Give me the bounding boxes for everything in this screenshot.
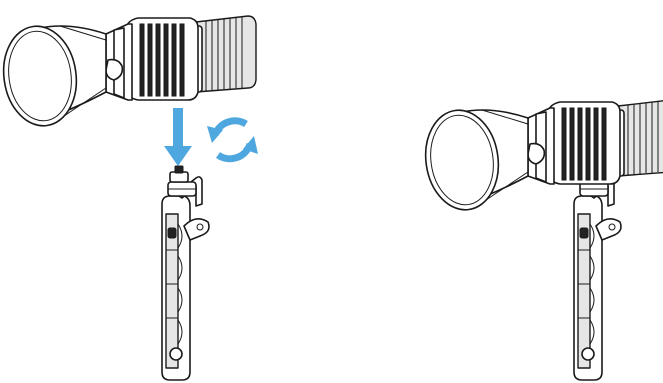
panel-mounted <box>419 100 663 380</box>
handle-grip <box>574 177 621 380</box>
led-light <box>0 16 256 131</box>
handle-grip <box>162 166 209 380</box>
down-arrow-icon <box>164 108 192 166</box>
rotate-arrows-icon <box>207 121 258 159</box>
led-light <box>419 100 663 215</box>
panel-before-mounting <box>0 16 258 380</box>
